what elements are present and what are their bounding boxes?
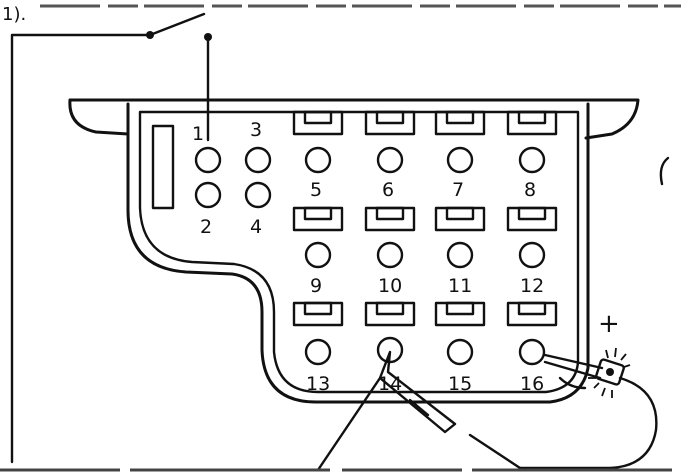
fuse-element	[445, 110, 475, 125]
socket-label-15: 15	[448, 373, 472, 395]
socket-label-12: 12	[520, 275, 544, 297]
lamp-wire-upper	[543, 353, 604, 370]
plus-sign: +	[598, 309, 620, 339]
socket-7	[446, 146, 474, 174]
socket-label-11: 11	[448, 275, 472, 297]
socket-10	[376, 241, 404, 269]
housing-outer	[126, 102, 590, 404]
socket-label-3: 3	[250, 119, 262, 141]
socket-label-1: 1	[192, 123, 204, 145]
right-edge-fragment	[659, 156, 670, 186]
test-lamp-circuit: +	[316, 309, 658, 472]
housing-flange-left	[68, 98, 130, 136]
corner-text: 1).	[2, 4, 26, 25]
side-fuse-slot	[151, 124, 175, 210]
socket-6	[376, 146, 404, 174]
socket-9	[304, 241, 332, 269]
socket-3	[244, 146, 272, 174]
socket-label-5: 5	[310, 179, 322, 201]
fuse-1-4	[506, 110, 558, 136]
probe-wire	[316, 376, 382, 472]
housing-flange-top	[68, 98, 640, 140]
fuse-element	[303, 110, 333, 125]
fuse-3-4	[506, 301, 558, 327]
lamp-wire-lower	[543, 360, 602, 380]
socket-label-10: 10	[378, 275, 402, 297]
test-probe	[378, 350, 457, 434]
fuse-element	[517, 301, 547, 316]
fuse-2-1	[292, 206, 344, 232]
socket-2	[194, 181, 222, 209]
fuse-2-3	[434, 206, 486, 232]
switch-lever	[148, 12, 206, 37]
switch-circuit	[10, 12, 212, 464]
socket-label-9: 9	[310, 275, 322, 297]
housing-inner	[138, 110, 580, 394]
fuse-element	[445, 301, 475, 316]
probe-to-return-wire	[468, 433, 522, 470]
fuse-element	[303, 206, 333, 221]
socket-13	[304, 338, 332, 366]
socket-8	[518, 146, 546, 174]
socket-label-2: 2	[200, 216, 212, 238]
fuse-3-3	[434, 301, 486, 327]
lamp-wire-loop	[558, 376, 587, 390]
socket-label-13: 13	[306, 373, 330, 395]
socket-12	[518, 241, 546, 269]
fuse-3-2	[364, 301, 416, 327]
fuse-1-2	[364, 110, 416, 136]
fuse-1-3	[434, 110, 486, 136]
test-lamp-bulb	[606, 368, 614, 376]
fuse-row-group	[292, 110, 558, 327]
fuse-element	[517, 110, 547, 125]
fuse-1-1	[292, 110, 344, 136]
fuse-box-housing	[68, 98, 640, 404]
socket-15	[446, 338, 474, 366]
lamp-wire-return	[518, 376, 658, 470]
socket-11	[446, 241, 474, 269]
fuse-element	[375, 206, 405, 221]
test-lamp-body	[595, 358, 625, 386]
socket-label-8: 8	[524, 179, 536, 201]
fuse-element	[375, 110, 405, 125]
socket-4	[244, 181, 272, 209]
fuse-element	[375, 301, 405, 316]
fuse-2-2	[364, 206, 416, 232]
fuse-element	[445, 206, 475, 221]
socket-label-16: 16	[520, 373, 544, 395]
switch-pivot	[146, 31, 154, 39]
socket-label-6: 6	[382, 179, 394, 201]
socket-16	[518, 338, 546, 366]
probe-grip-line	[408, 398, 430, 417]
fuse-2-4	[506, 206, 558, 232]
fuse-element	[517, 206, 547, 221]
fuse-3-1	[292, 301, 344, 327]
lamp-glow-rays	[588, 347, 631, 398]
fuse-element	[303, 301, 333, 316]
socket-1	[194, 146, 222, 174]
socket-label-4: 4	[250, 216, 262, 238]
switch-wire-left	[10, 33, 152, 464]
socket-5	[304, 146, 332, 174]
socket-label-7: 7	[452, 179, 464, 201]
